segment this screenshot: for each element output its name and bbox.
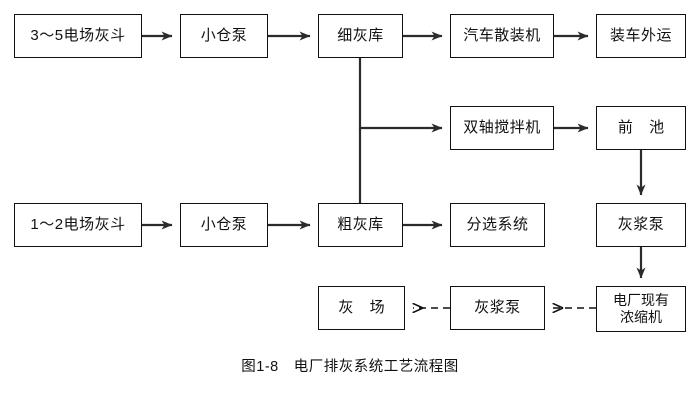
figure-caption: 图1-8 电厂排灰系统工艺流程图: [241, 359, 459, 375]
process-box-n5[interactable]: 装车外运: [596, 14, 686, 58]
process-box-n7[interactable]: 前 池: [596, 106, 686, 150]
process-box-n6[interactable]: 双轴搅拌机: [450, 106, 554, 150]
process-box-n15[interactable]: 电厂现有 浓缩机: [596, 286, 686, 332]
process-box-n10[interactable]: 粗灰库: [318, 203, 403, 247]
process-box-n1[interactable]: 3～5电场灰斗: [14, 14, 142, 58]
connector-n3-to-n6: [358, 58, 443, 133]
process-box-n3[interactable]: 细灰库: [318, 14, 403, 58]
process-box-n14[interactable]: 灰浆泵: [450, 286, 545, 330]
process-box-n12[interactable]: 灰浆泵: [596, 203, 686, 247]
process-box-n2[interactable]: 小仓泵: [180, 14, 268, 58]
process-box-n4[interactable]: 汽车散装机: [450, 14, 554, 58]
process-box-n9[interactable]: 小仓泵: [180, 203, 268, 247]
process-box-n8[interactable]: 1～2电场灰斗: [14, 203, 142, 247]
process-box-n13[interactable]: 灰 场: [318, 286, 405, 330]
process-box-n11[interactable]: 分选系统: [450, 203, 545, 247]
